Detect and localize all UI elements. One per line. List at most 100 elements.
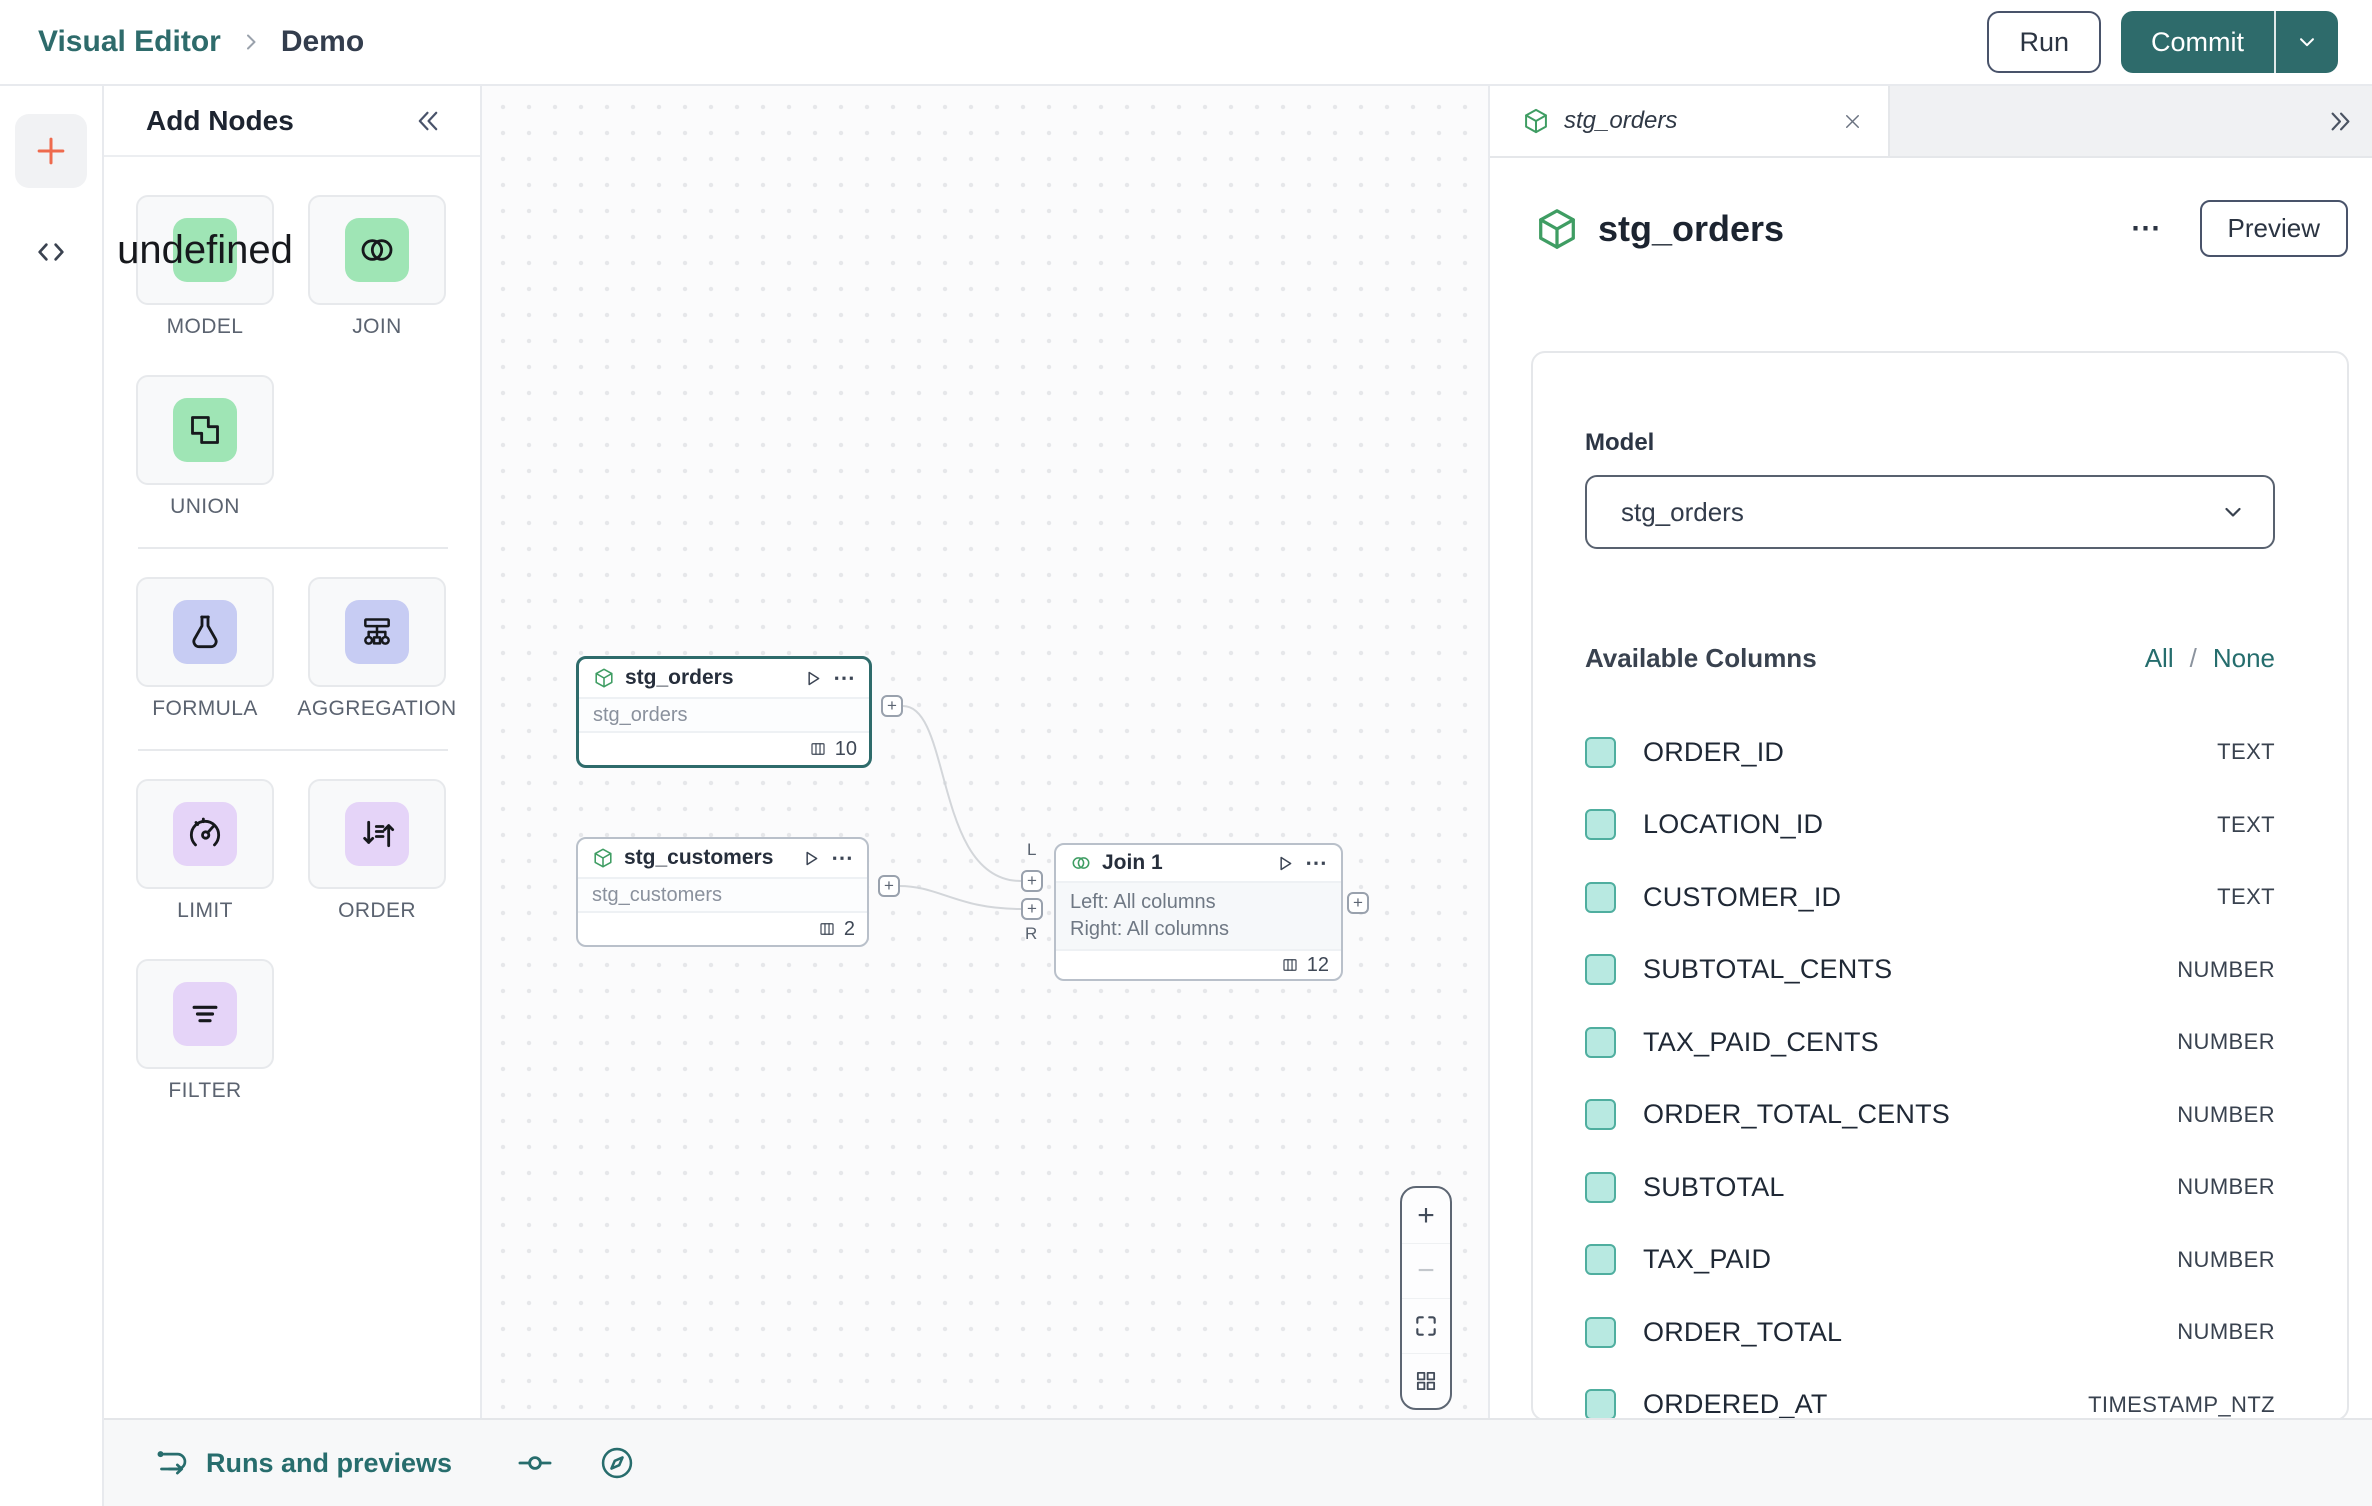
commit-split-button: Commit (2121, 11, 2338, 73)
node-run-icon[interactable] (1274, 853, 1295, 874)
select-none-link[interactable]: None (2212, 643, 2275, 673)
column-name: TAX_PAID_CENTS (1643, 1026, 1879, 1057)
commit-dropdown-button[interactable] (2276, 11, 2338, 73)
join-right-input-port[interactable]: + (1021, 898, 1043, 920)
node-column-count: 12 (1306, 953, 1329, 976)
palette-tile-join[interactable]: JOIN (308, 195, 446, 339)
node-column-count: 2 (843, 917, 855, 940)
column-name: CUSTOMER_ID (1643, 881, 1842, 912)
fullscreen-icon (1413, 1313, 1439, 1339)
column-name: SUBTOTAL_CENTS (1643, 954, 1893, 985)
palette-tile-label: AGGREGATION (297, 697, 457, 720)
output-port-stg-customers[interactable]: + (878, 875, 900, 897)
join-left-config: Left: All columns (1070, 891, 1216, 913)
column-checkbox[interactable] (1585, 1171, 1616, 1203)
node-run-icon[interactable] (800, 848, 821, 869)
add-node-tool-button[interactable] (15, 114, 87, 188)
expand-panel-icon[interactable] (2327, 108, 2372, 135)
zoom-out-button[interactable]: − (1402, 1243, 1450, 1298)
column-checkbox[interactable] (1585, 954, 1616, 986)
column-name: ORDER_TOTAL (1643, 1316, 1843, 1347)
node-title: Join 1 (1102, 851, 1163, 874)
column-checkbox[interactable] (1585, 1026, 1616, 1058)
palette-group: FORMULA AGGREGATION (136, 577, 456, 721)
canvas-node-stg-customers[interactable]: stg_customers ⋯ stg_customers 2 (576, 837, 869, 947)
column-checkbox[interactable] (1585, 1099, 1616, 1131)
model-config-card: Model stg_orders Available Columns All /… (1531, 351, 2349, 1421)
join-left-input-port[interactable]: + (1021, 870, 1043, 892)
close-tab-icon[interactable] (1841, 110, 1864, 133)
join-left-port-label: L (1027, 840, 1037, 859)
column-type: TIMESTAMP_NTZ (2088, 1391, 2275, 1417)
palette-tile-label: LIMIT (177, 899, 233, 922)
grid-icon (1413, 1368, 1439, 1394)
join-node-icon (1070, 852, 1092, 874)
layout-grid-button[interactable] (1402, 1353, 1450, 1408)
column-checkbox[interactable] (1585, 1316, 1616, 1348)
runs-and-previews-button[interactable]: Runs and previews (206, 1447, 453, 1478)
available-columns-header: Available Columns (1585, 643, 1817, 673)
node-menu-icon[interactable]: ⋯ (831, 845, 853, 870)
zoom-in-button[interactable]: + (1417, 1198, 1435, 1232)
commit-divider (2274, 11, 2276, 73)
canvas-node-join-1[interactable]: Join 1 ⋯ Left: All columns Right: All co… (1054, 843, 1343, 981)
top-header: Visual Editor Demo Run Commit (0, 0, 2372, 86)
panel-menu-icon[interactable]: ⋯ (2130, 212, 2162, 245)
node-menu-icon[interactable]: ⋯ (1305, 850, 1327, 875)
node-menu-icon[interactable]: ⋯ (833, 665, 855, 690)
model-icon: undefined (117, 227, 293, 272)
node-config-panel: stg_orders stg_orders ⋯ Preview Model st… (1488, 86, 2372, 1506)
palette-tile-aggregation[interactable]: AGGREGATION (297, 577, 456, 721)
dag-canvas[interactable]: stg_orders ⋯ stg_orders 10 + stg_custome… (482, 86, 1488, 1506)
model-cube-icon (1534, 206, 1580, 252)
git-node-icon[interactable] (516, 1444, 554, 1482)
join-icon (357, 230, 397, 270)
palette-tile-label: ORDER (338, 899, 416, 922)
palette-tile-label: MODEL (166, 315, 244, 338)
output-port-join-1[interactable]: + (1347, 892, 1369, 914)
panel-tab-bar: stg_orders (1490, 86, 2372, 158)
preview-button[interactable]: Preview (2199, 200, 2348, 257)
model-select[interactable]: stg_orders (1585, 475, 2275, 549)
canvas-node-stg-orders[interactable]: stg_orders ⋯ stg_orders 10 (576, 656, 872, 768)
node-column-count: 10 (834, 737, 857, 760)
palette-tile-union[interactable]: UNION (136, 375, 274, 519)
add-nodes-title: Add Nodes (146, 104, 294, 136)
output-port-stg-orders[interactable]: + (881, 695, 903, 717)
run-button[interactable]: Run (1987, 11, 2101, 73)
column-type: TEXT (2217, 811, 2275, 837)
palette-tile-filter[interactable]: FILTER (136, 959, 274, 1103)
palette-group: LIMIT ORDER FILTER (136, 779, 450, 1103)
node-run-icon[interactable] (802, 668, 823, 689)
collapse-panel-icon[interactable] (414, 107, 442, 135)
palette-tile-order[interactable]: ORDER (308, 779, 446, 923)
select-links-separator: / (2189, 643, 2197, 673)
breadcrumb-root-link[interactable]: Visual Editor (38, 25, 221, 58)
compass-icon[interactable] (598, 1444, 636, 1482)
column-checkbox[interactable] (1585, 1244, 1616, 1276)
bottom-status-bar: Runs and previews (104, 1418, 2372, 1506)
fit-view-button[interactable] (1402, 1298, 1450, 1353)
palette-divider (138, 749, 448, 751)
select-all-link[interactable]: All (2144, 643, 2174, 673)
column-checkbox[interactable] (1585, 881, 1616, 913)
runs-icon (152, 1444, 190, 1482)
code-view-button[interactable] (35, 236, 67, 268)
column-checkbox[interactable] (1585, 809, 1616, 841)
limit-icon (185, 814, 225, 854)
tab-stg-orders[interactable]: stg_orders (1490, 86, 1890, 156)
commit-button[interactable]: Commit (2151, 26, 2244, 57)
column-checkbox[interactable] (1585, 1389, 1616, 1419)
column-checkbox[interactable] (1585, 736, 1616, 768)
column-name: TAX_PAID (1643, 1244, 1772, 1275)
palette-tile-formula[interactable]: FORMULA (136, 577, 274, 721)
palette-tile-limit[interactable]: LIMIT (136, 779, 274, 923)
